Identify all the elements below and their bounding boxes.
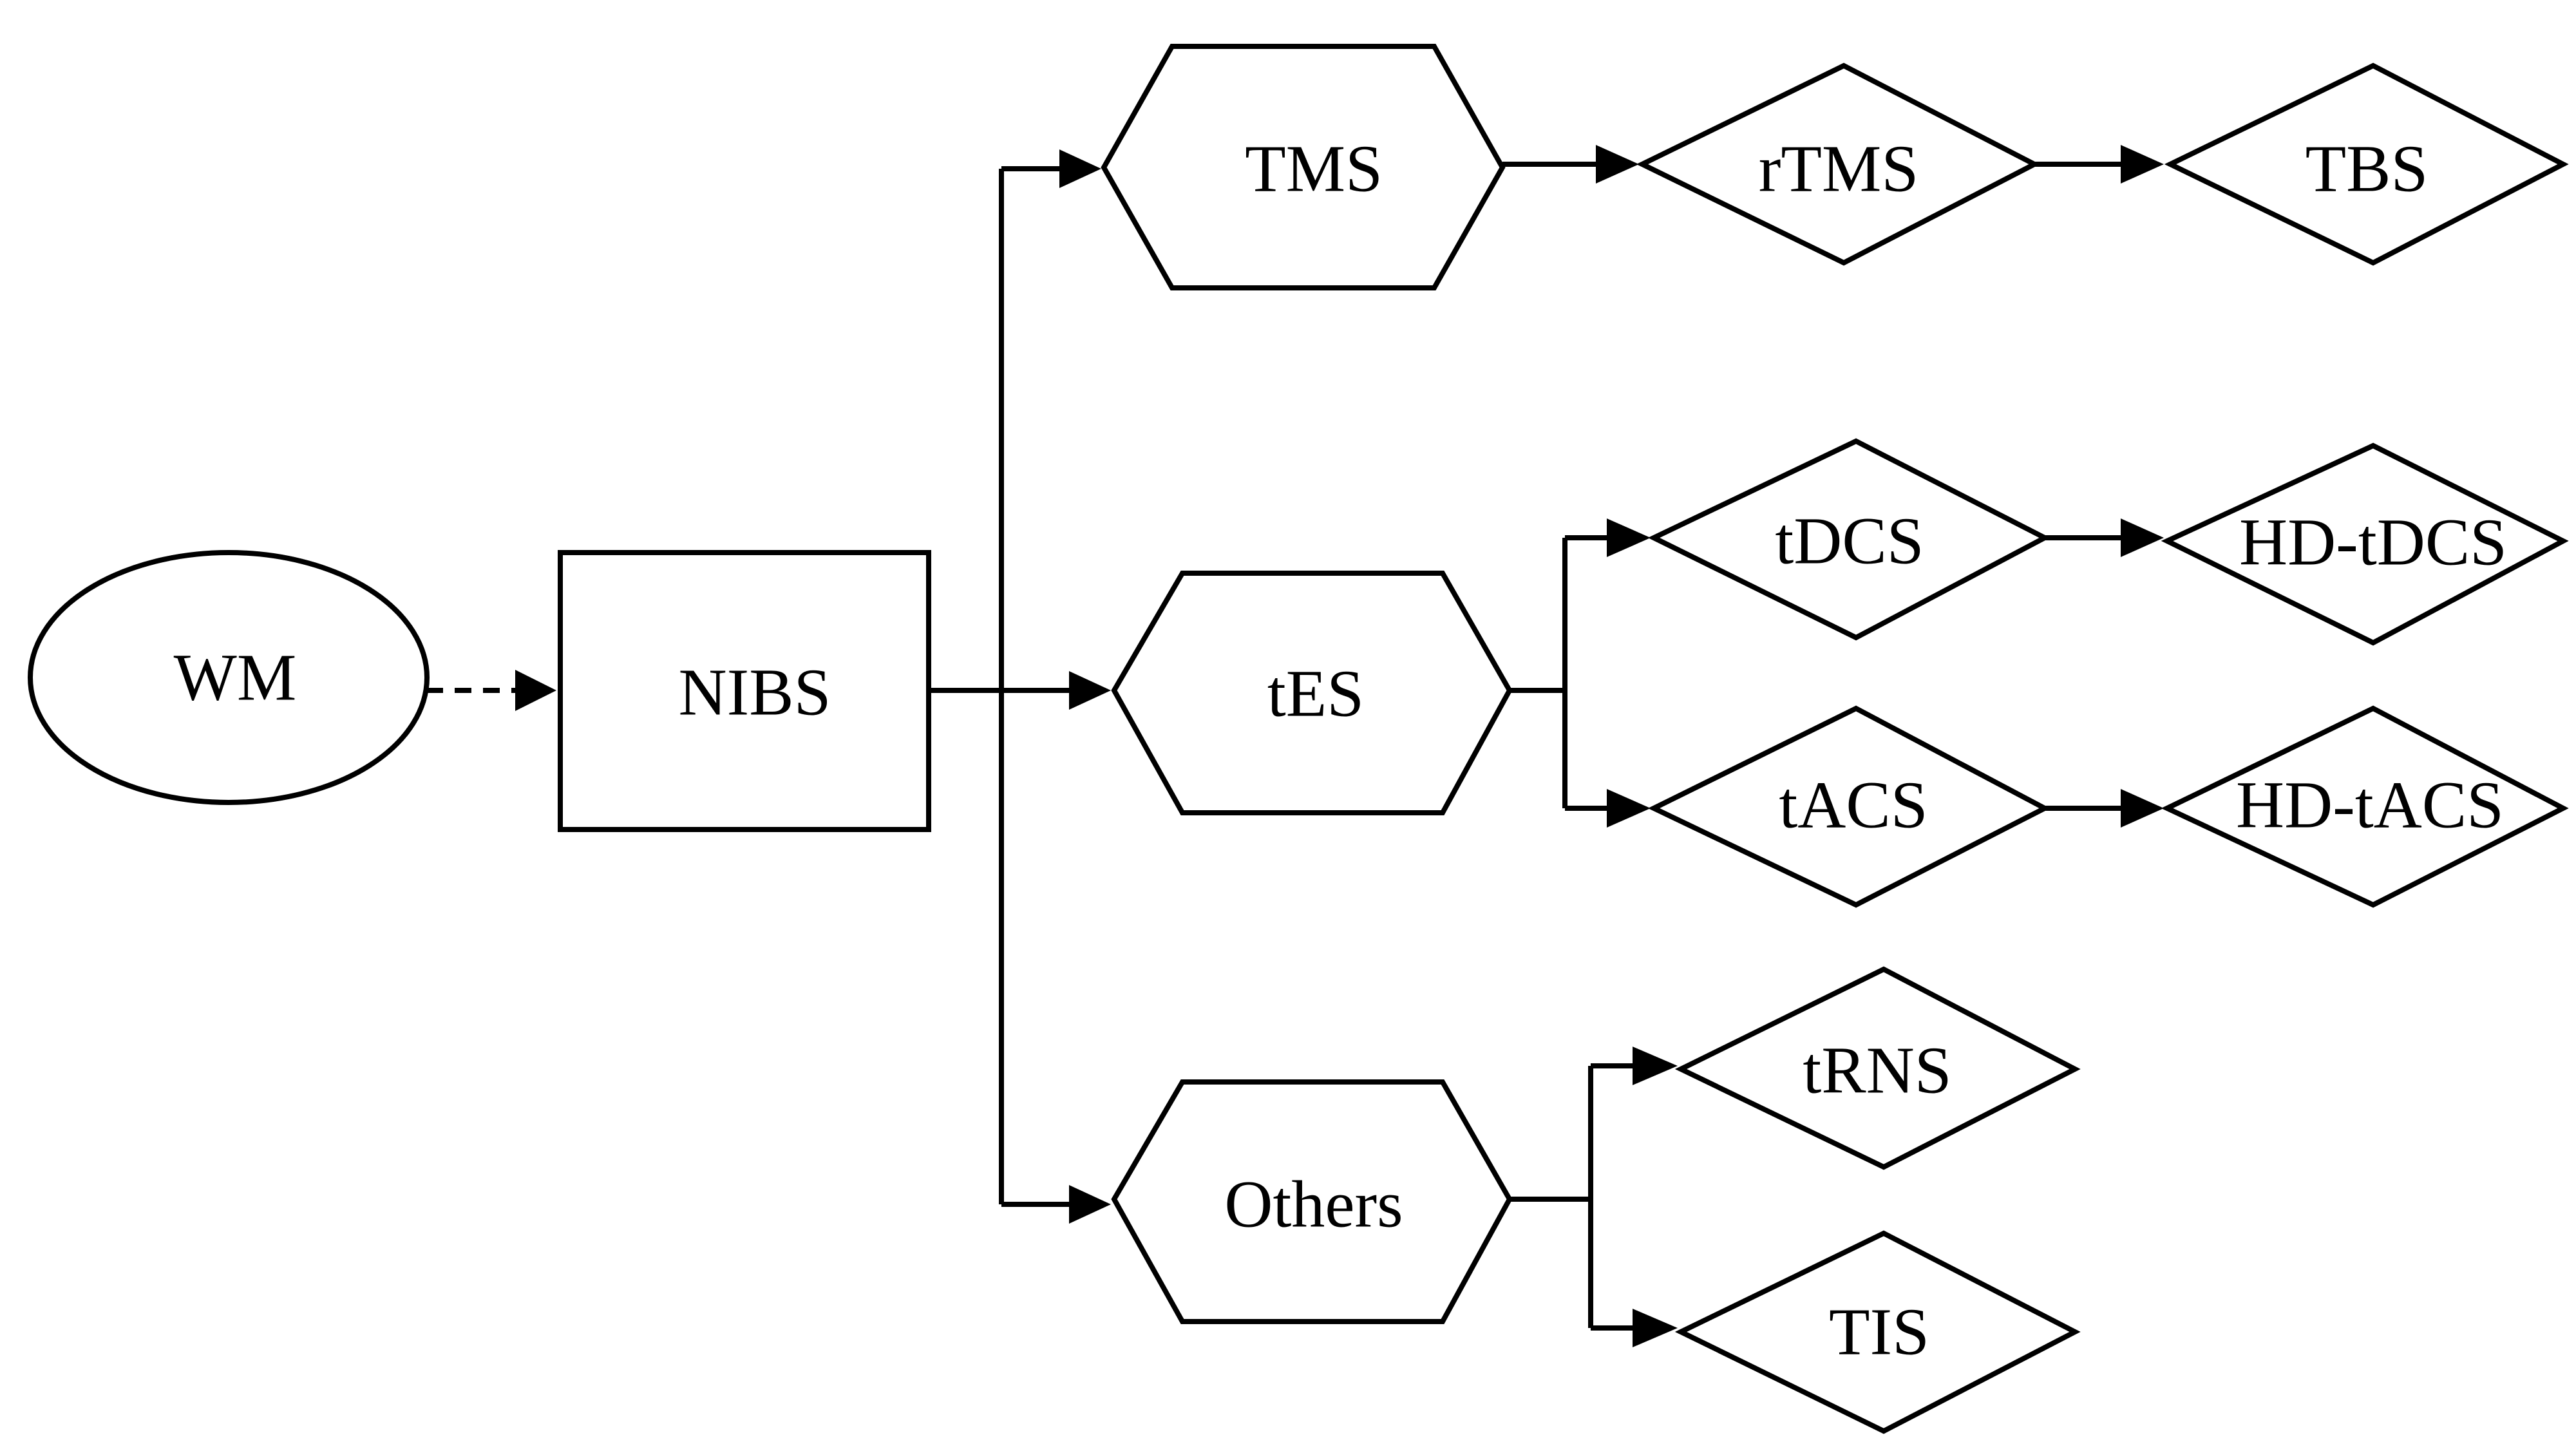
node-tacs-label: tACS (1779, 768, 1927, 842)
node-tbs-shape (2164, 62, 2569, 266)
node-wm-label: WM (174, 641, 297, 715)
edges (426, 145, 2164, 1347)
arrowhead-tes-tdcs (1607, 518, 1651, 557)
node-hd-tdcs-label: HD-tDCS (2239, 506, 2507, 580)
node-trns: tRNS (1674, 966, 2081, 1170)
node-tms-shape (1101, 44, 1506, 290)
node-tdcs: tDCS (1647, 438, 2050, 641)
arrowhead-tms-rtms (1596, 145, 1639, 184)
node-hd-tacs-shape (2161, 705, 2569, 908)
node-hd-tdcs: HD-tDCS (2161, 442, 2569, 646)
node-others-label: Others (1224, 1168, 1403, 1242)
arrowhead-nibs-tms (1059, 149, 1101, 188)
node-tis-label: TIS (1829, 1295, 1929, 1369)
arrowhead-nibs-others (1069, 1185, 1111, 1224)
node-nibs-label: NIBS (679, 656, 831, 730)
node-tacs-shape (1647, 705, 2050, 908)
node-tdcs-shape (1647, 438, 2050, 641)
node-nibs-shape (558, 550, 931, 832)
node-hd-tacs-label: HD-tACS (2236, 768, 2504, 842)
node-tacs: tACS (1647, 705, 2050, 908)
nodes: WM NIBS TMS tES Others rTMS (28, 44, 2569, 1434)
node-tis-shape (1674, 1230, 2081, 1434)
arrowhead-nibs-tes (1069, 671, 1111, 710)
node-tes-label: tES (1267, 657, 1364, 731)
node-tbs-label: TBS (2306, 132, 2429, 206)
arrowhead-tdcs-hdtdcs (2121, 518, 2164, 557)
node-trns-shape (1674, 966, 2081, 1170)
node-rtms: rTMS (1636, 62, 2040, 266)
node-tes: tES (1111, 571, 1513, 815)
node-hd-tacs: HD-tACS (2161, 705, 2569, 908)
node-wm-shape (28, 550, 430, 805)
node-others: Others (1111, 1079, 1513, 1324)
arrowhead-others-trns (1633, 1047, 1678, 1085)
node-tis: TIS (1674, 1230, 2081, 1434)
node-tms-label: TMS (1245, 132, 1383, 206)
node-tes-shape (1111, 571, 1513, 815)
node-rtms-shape (1636, 62, 2040, 266)
node-wm: WM (28, 550, 430, 805)
node-trns-label: tRNS (1803, 1034, 1951, 1108)
node-tdcs-label: tDCS (1775, 504, 1924, 578)
node-nibs: NIBS (558, 550, 931, 832)
arrowhead-wm-nibs (515, 670, 556, 711)
arrowhead-rtms-tbs (2121, 145, 2164, 184)
node-tbs: TBS (2164, 62, 2569, 266)
arrowhead-tacs-hdtacs (2121, 789, 2164, 828)
arrowhead-tes-tacs (1607, 789, 1651, 828)
node-rtms-label: rTMS (1759, 132, 1918, 206)
node-tms: TMS (1101, 44, 1506, 290)
arrowhead-others-tis (1633, 1309, 1678, 1347)
node-others-shape (1111, 1079, 1513, 1324)
node-hd-tdcs-shape (2161, 442, 2569, 646)
